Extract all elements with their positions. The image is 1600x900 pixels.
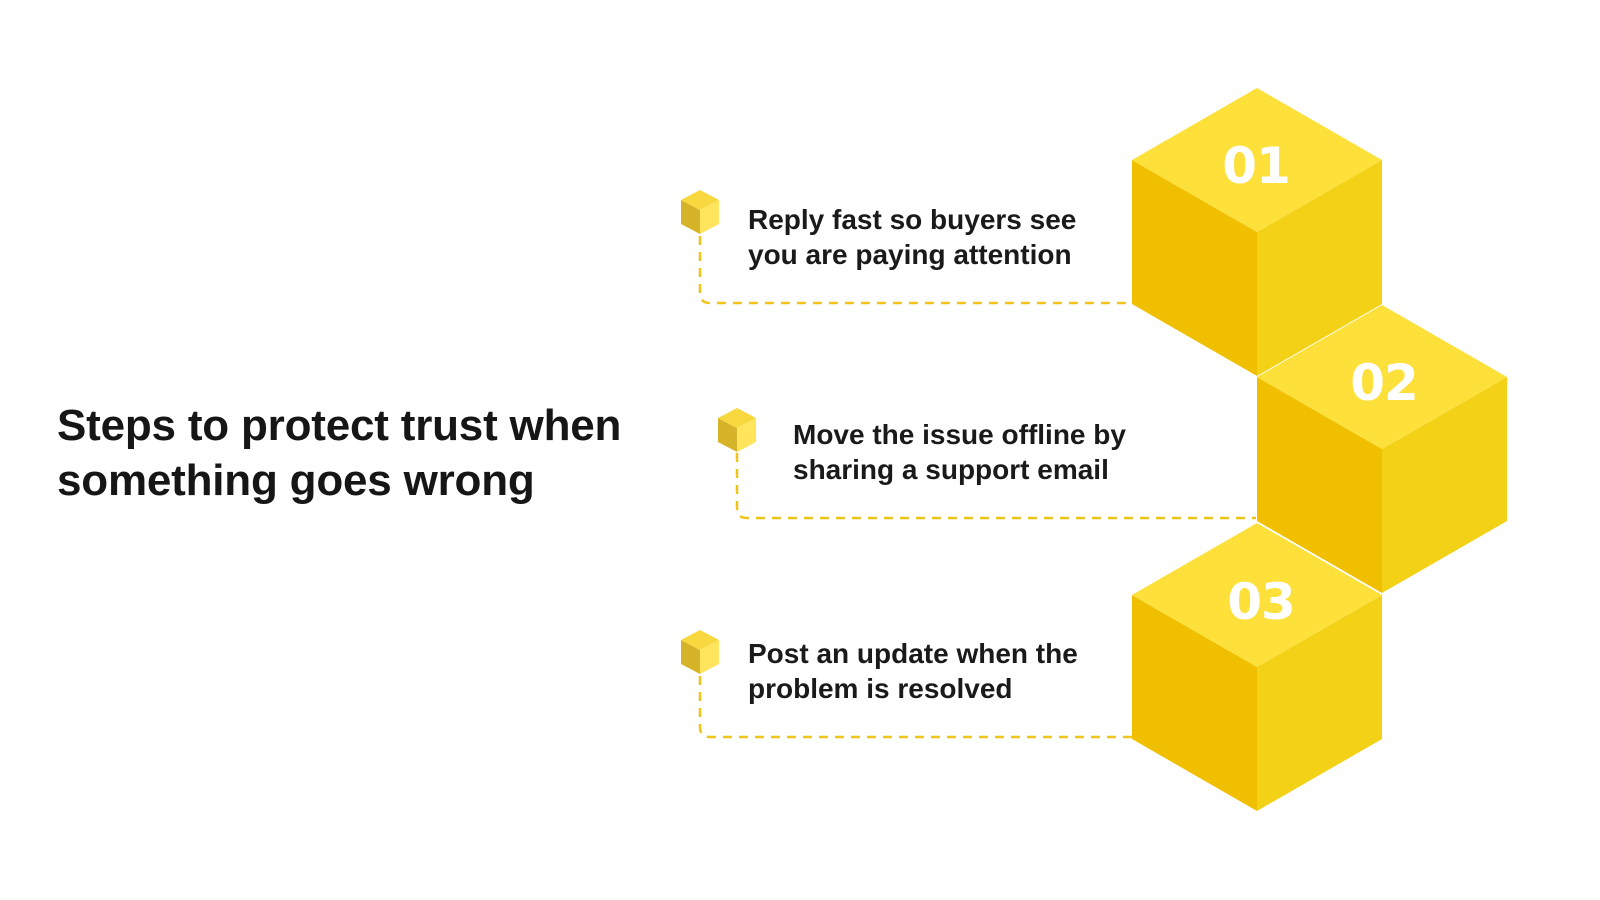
step-1-line-1: Reply fast so buyers see	[748, 204, 1077, 235]
connector-line-3	[698, 676, 1132, 739]
cube-bullet-icon-2	[718, 408, 756, 452]
step-number-2: 02	[1350, 354, 1418, 412]
title-line-2: something goes wrong	[57, 456, 535, 505]
step-3-text: Post an update when the problem is resol…	[748, 636, 1078, 706]
step-cube-3: 03	[1132, 523, 1382, 811]
step-number-3: 03	[1227, 573, 1295, 631]
step-3-line-1: Post an update when the	[748, 638, 1078, 669]
cube-bullet-icon-1	[681, 190, 719, 234]
step-number-1: 01	[1222, 137, 1290, 195]
page-title: Steps to protect trust when something go…	[57, 398, 621, 508]
connector-line-1	[698, 236, 1131, 305]
step-2-text: Move the issue offline by sharing a supp…	[793, 417, 1126, 487]
title-line-1: Steps to protect trust when	[57, 401, 622, 450]
step-1-line-2: you are paying attention	[748, 239, 1072, 270]
step-cube-2: 02	[1257, 305, 1507, 593]
cube-bullet-icon-3	[681, 630, 719, 674]
cube-2-top-face	[1257, 305, 1507, 449]
step-1-text: Reply fast so buyers see you are paying …	[748, 202, 1076, 272]
step-2-line-1: Move the issue offline by	[793, 419, 1126, 450]
step-3-line-2: problem is resolved	[748, 673, 1013, 704]
step-cube-1: 01	[1132, 88, 1382, 376]
cube-3-top-face	[1132, 523, 1382, 667]
cube-1-top-face	[1132, 88, 1382, 232]
connector-line-2	[735, 453, 1256, 520]
step-2-line-2: sharing a support email	[793, 454, 1109, 485]
